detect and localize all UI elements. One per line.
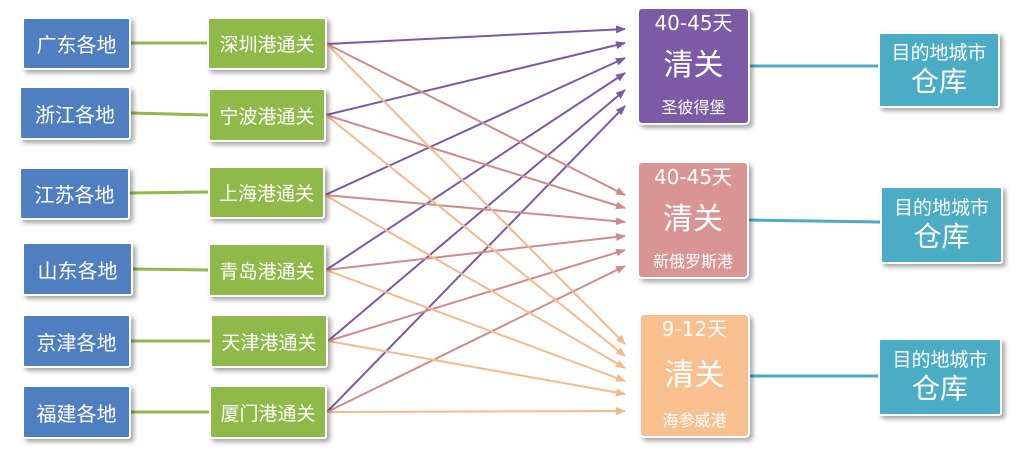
port-to-clearance-arrow: [325, 41, 626, 116]
port-to-clearance-arrow: [324, 57, 626, 196]
warehouse-line2: 仓库: [910, 65, 967, 98]
clearance-city: 新俄罗斯港: [652, 252, 733, 271]
region-box-jingjin: 京津各地: [22, 314, 131, 368]
port-label: 厦门港通关: [220, 402, 316, 425]
clearance-box-vladivostok: 9-12天 清关 海参威港: [639, 313, 750, 438]
clearance-days: 9-12天: [661, 317, 728, 341]
clearance-box-st-petersburg: 40-45天 清关 圣彼得堡: [637, 7, 750, 125]
region-box-shandong: 山东各地: [22, 242, 133, 296]
port-label: 宁波港通关: [219, 105, 315, 128]
port-label: 天津港通关: [221, 331, 317, 354]
port-to-clearance-arrow: [326, 43, 626, 345]
warehouse-box-1: 目的地城市 仓库: [878, 32, 1000, 108]
warehouse-box-3: 目的地城市 仓库: [878, 338, 1002, 416]
region-to-port-link: [130, 111, 209, 117]
port-to-clearance-arrow: [325, 114, 626, 357]
region-label: 山东各地: [37, 258, 118, 283]
port-to-clearance-arrow: [326, 265, 626, 413]
warehouse-line1: 目的地城市: [892, 349, 988, 371]
port-to-clearance-arrow: [327, 248, 626, 342]
port-to-clearance-arrow: [325, 72, 626, 271]
port-to-clearance-arrow: [326, 105, 626, 413]
port-box-shanghai: 上海港通关: [208, 166, 325, 219]
port-to-clearance-arrow: [327, 89, 626, 342]
region-label: 京津各地: [36, 330, 117, 355]
warehouse-line1: 目的地城市: [891, 42, 987, 64]
clearance-days: 40-45天: [653, 165, 733, 189]
region-box-zhejiang: 浙江各地: [19, 86, 131, 140]
region-box-guangdong: 广东各地: [22, 17, 131, 70]
warehouse-line2: 仓库: [913, 220, 970, 253]
port-label: 上海港通关: [218, 183, 314, 205]
port-to-clearance-arrow: [327, 340, 626, 397]
port-to-clearance-arrow: [326, 407, 626, 416]
region-to-port-link: [132, 267, 209, 272]
port-box-tianjin: 天津港通关: [210, 314, 328, 368]
region-label: 广东各地: [36, 33, 117, 57]
warehouse-line2: 仓库: [911, 372, 968, 405]
clearance-days: 40-45天: [654, 11, 733, 35]
warehouse-box-2: 目的地城市 仓库: [880, 186, 1003, 264]
clearance-to-warehouse-link: [748, 218, 881, 224]
port-to-clearance-arrow: [326, 25, 626, 45]
region-label: 浙江各地: [35, 102, 115, 127]
port-to-clearance-arrow: [326, 43, 626, 196]
clearance-label: 清关: [664, 357, 725, 393]
region-to-port-link: [129, 190, 209, 195]
port-box-shenzhen: 深圳港通关: [207, 17, 327, 70]
clearance-label: 清关: [663, 202, 723, 237]
port-to-clearance-arrow: [324, 194, 626, 226]
clearance-city: 圣彼得堡: [661, 98, 726, 117]
region-label: 福建各地: [36, 401, 117, 426]
port-box-qingdao: 青岛港通关: [208, 243, 326, 297]
clearance-label: 清关: [663, 48, 724, 83]
port-to-clearance-arrow: [325, 114, 626, 210]
port-to-clearance-arrow: [325, 269, 626, 382]
port-label: 青岛港通关: [219, 260, 315, 283]
region-box-fujian: 福建各地: [22, 385, 131, 439]
port-to-clearance-arrow: [324, 194, 626, 369]
warehouse-line1: 目的地城市: [893, 197, 989, 219]
clearance-box-novorossiysk: 40-45天 清关 新俄罗斯港: [637, 161, 749, 279]
port-box-xiamen: 厦门港通关: [209, 385, 327, 439]
port-box-ningbo: 宁波港通关: [208, 88, 326, 142]
port-to-clearance-arrow: [325, 233, 626, 271]
port-label: 深圳港通关: [219, 34, 315, 56]
region-box-jiangsu: 江苏各地: [19, 167, 130, 220]
clearance-city: 海参威港: [662, 411, 727, 430]
region-label: 江苏各地: [34, 183, 115, 207]
